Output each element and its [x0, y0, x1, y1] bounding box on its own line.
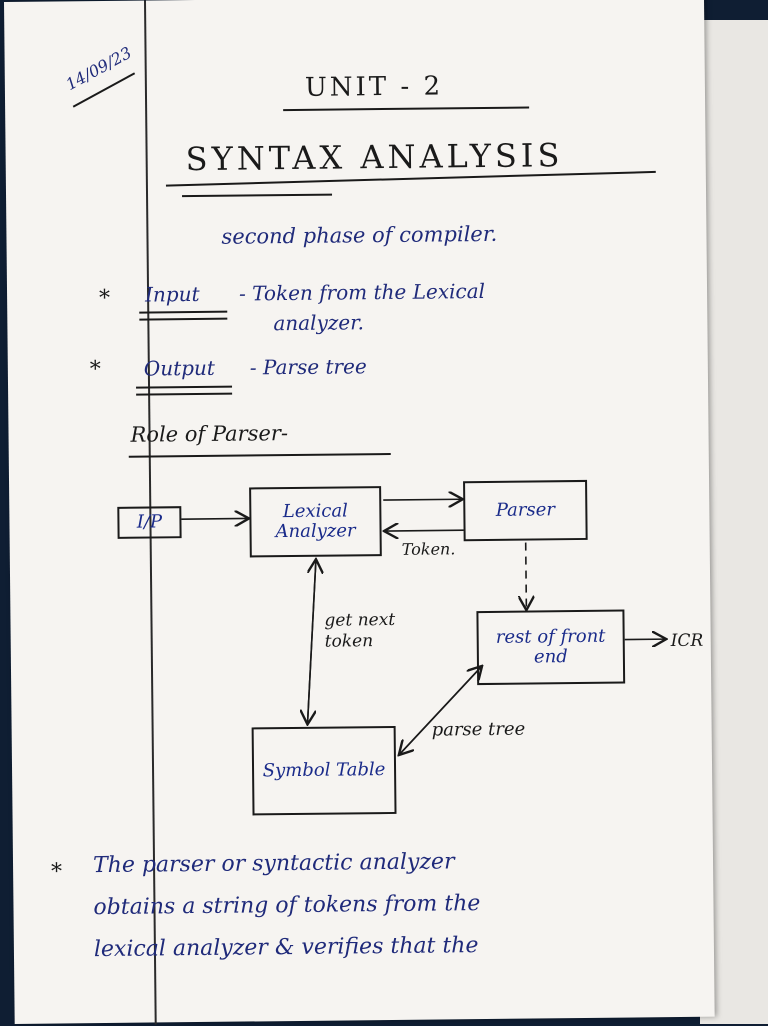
closing-line-2: obtains a string of tokens from the [93, 891, 480, 920]
closing-line-3: lexical analyzer & verifies that the [94, 933, 479, 962]
closing-line-1: The parser or syntactic analyzer [93, 849, 455, 878]
notebook-page: 14/09/23 UNIT - 2 SYNTAX ANALYSIS second… [4, 0, 715, 1024]
bullet-closing: * [51, 859, 62, 884]
